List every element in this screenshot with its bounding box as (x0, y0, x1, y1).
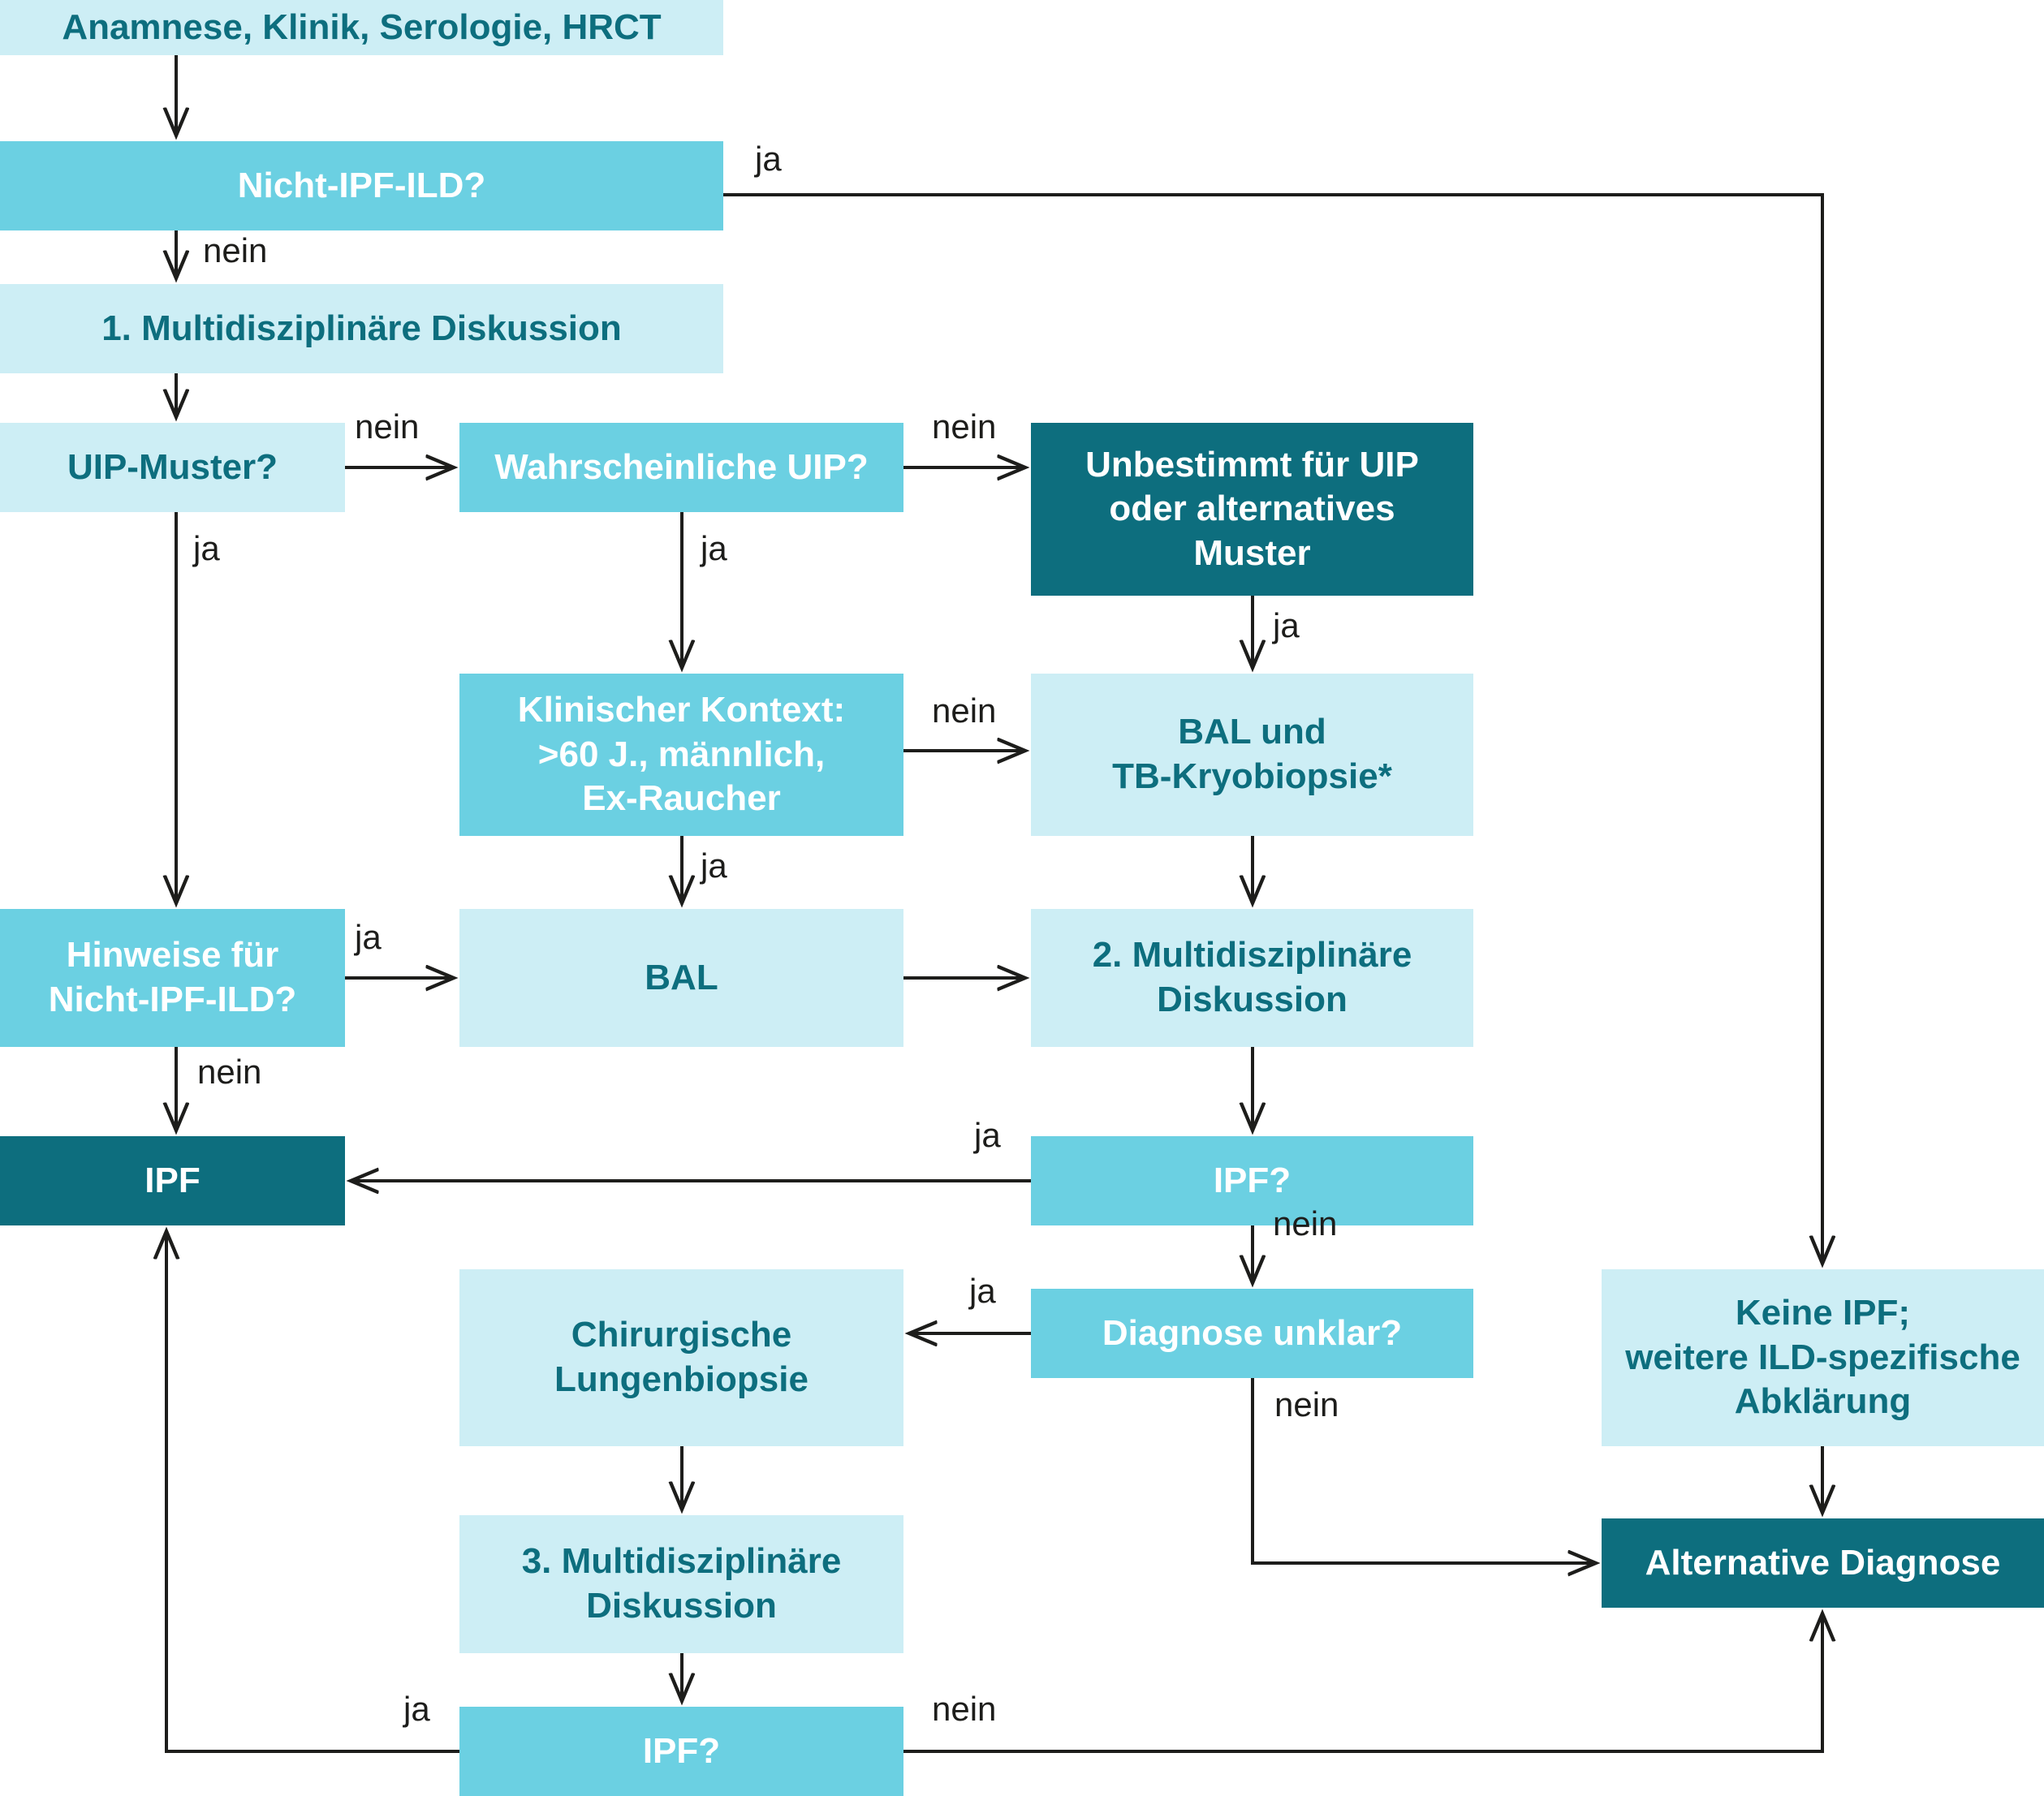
node-label-ipf-q1: IPF? (1213, 1160, 1292, 1200)
edge-label-e-hinweise-bal: ja (355, 918, 382, 956)
edge-label-e-ipfq1-ipf: ja (974, 1116, 1001, 1154)
node-label-diagnose-unklar: Diagnose unklar? (1102, 1312, 1403, 1353)
node-label-bal-tb: BAL und TB-Kryobiopsie* (1112, 712, 1392, 796)
node-nicht-ipf-ild[interactable]: Nicht-IPF-ILD? (0, 141, 723, 230)
node-label-mdd2: 2. Multidisziplinäre Diskussion (1092, 935, 1412, 1019)
edge-label-e-ipfq2-ipf: ja (403, 1690, 430, 1728)
node-uip-muster[interactable]: UIP-Muster? (0, 423, 345, 512)
node-label-ipf: IPF (144, 1160, 201, 1200)
node-label-mdd3: 3. Multidisziplinäre Diskussion (521, 1541, 842, 1626)
node-keine-ipf[interactable]: Keine IPF; weitere ILD-spezifische Abklä… (1602, 1269, 2044, 1446)
edge-e-ipfq2-ipf (166, 1232, 459, 1753)
node-label-mdd1: 1. Multidisziplinäre Diskussion (101, 308, 622, 348)
node-label-anamnese: Anamnese, Klinik, Serologie, HRCT (62, 6, 662, 47)
edge-e-ipfq2-altdiag (903, 1614, 1822, 1753)
node-label-keine-ipf: Keine IPF; weitere ILD-spezifische Abklä… (1625, 1293, 2020, 1422)
node-label-bal: BAL (645, 957, 718, 997)
edge-label-e-wahrsch-klin: ja (701, 529, 727, 567)
node-label-uip-muster: UIP-Muster? (67, 446, 278, 487)
node-label-klin-kontext: Klinischer Kontext: >60 J., männlich, Ex… (517, 690, 846, 819)
node-alt-diagnose[interactable]: Alternative Diagnose (1602, 1518, 2044, 1608)
node-bal[interactable]: BAL (459, 909, 903, 1047)
edge-label-e-hinweise-ipf: nein (197, 1053, 262, 1091)
edge-label-e-nichtipf-ja: ja (755, 140, 782, 178)
edge-label-e-wahrsch-unbestimmt: nein (932, 407, 997, 446)
node-label-wahrsch-uip: Wahrscheinliche UIP? (494, 446, 869, 487)
node-ipf-q2[interactable]: IPF? (459, 1707, 903, 1796)
node-diagnose-unklar[interactable]: Diagnose unklar? (1031, 1289, 1473, 1378)
node-label-hinweise: Hinweise für Nicht-IPF-ILD? (48, 935, 297, 1019)
node-mdd1[interactable]: 1. Multidisziplinäre Diskussion (0, 284, 723, 373)
node-chirurgisch[interactable]: Chirurgische Lungenbiopsie (459, 1269, 903, 1446)
node-label-nicht-ipf-ild: Nicht-IPF-ILD? (237, 165, 486, 205)
node-klin-kontext[interactable]: Klinischer Kontext: >60 J., männlich, Ex… (459, 674, 903, 836)
node-mdd2[interactable]: 2. Multidisziplinäre Diskussion (1031, 909, 1473, 1047)
edge-label-e-klin-bal: ja (701, 846, 727, 885)
edge-label-e-unklar-chirurg: ja (969, 1272, 996, 1310)
node-mdd3[interactable]: 3. Multidisziplinäre Diskussion (459, 1515, 903, 1653)
edge-label-e-nichtipf-mdd1: nein (203, 231, 268, 269)
edge-label-e-ipfq1-unklar: nein (1273, 1204, 1338, 1243)
node-label-chirurgisch: Chirurgische Lungenbiopsie (554, 1315, 809, 1399)
node-hinweise[interactable]: Hinweise für Nicht-IPF-ILD? (0, 909, 345, 1047)
node-label-unbestimmt: Unbestimmt für UIP oder alternatives Mus… (1085, 444, 1419, 573)
node-unbestimmt[interactable]: Unbestimmt für UIP oder alternatives Mus… (1031, 423, 1473, 596)
edge-label-e-klin-baltb: nein (932, 691, 997, 730)
edge-label-e-uip-wahrsch: nein (355, 407, 420, 446)
node-label-ipf-q2: IPF? (642, 1730, 721, 1771)
node-bal-tb[interactable]: BAL und TB-Kryobiopsie* (1031, 674, 1473, 836)
edge-label-e-ipfq2-altdiag: nein (932, 1690, 997, 1728)
node-ipf-q1[interactable]: IPF? (1031, 1136, 1473, 1225)
edge-label-e-unbestimmt-baltb: ja (1273, 606, 1300, 644)
node-wahrsch-uip[interactable]: Wahrscheinliche UIP? (459, 423, 903, 512)
edge-label-e-uip-hinweise: ja (193, 529, 220, 567)
node-ipf[interactable]: IPF (0, 1136, 345, 1225)
node-label-alt-diagnose: Alternative Diagnose (1645, 1542, 2001, 1583)
node-anamnese[interactable]: Anamnese, Klinik, Serologie, HRCT (0, 0, 723, 55)
edge-label-e-unklar-altdiag: nein (1274, 1385, 1339, 1423)
